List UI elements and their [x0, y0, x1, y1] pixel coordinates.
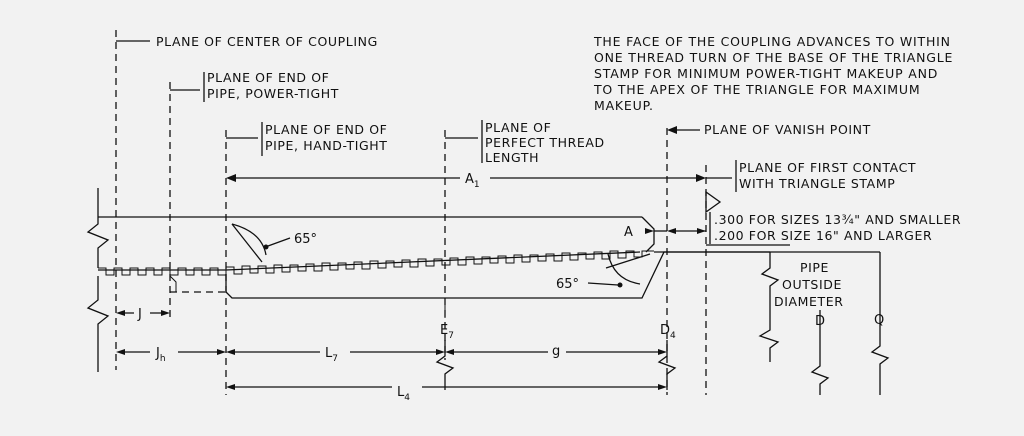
dim-l4-arrow-left [226, 384, 235, 390]
label-perfect-thread-2: PERFECT THREAD [485, 135, 605, 150]
note-line-1: THE FACE OF THE COUPLING ADVANCES TO WIT… [593, 34, 951, 49]
break-mark-e7 [435, 340, 455, 390]
angle-leader-upper [267, 237, 291, 247]
angle-line-upper [231, 223, 263, 263]
pipe-break-mark-d [810, 310, 830, 395]
dim-l7-label: L7 [325, 346, 338, 364]
label-perfect-thread-1: PLANE OF [485, 120, 551, 135]
angle-leader-lower [587, 282, 619, 286]
note-line-5: MAKEUP. [594, 98, 654, 113]
label-perfect-thread-3: LENGTH [485, 150, 539, 165]
dim-j-arrow-left [116, 310, 125, 316]
pipe-break-mark-1 [758, 252, 780, 362]
break-mark-lower [86, 276, 110, 372]
dim-jh-label-bg [150, 342, 178, 360]
dim-q-label: Q [874, 313, 884, 328]
angle-label-lower: 65° [556, 277, 579, 292]
dim-l4-arrow-right [658, 384, 667, 390]
angle-arc-upper [231, 223, 267, 256]
dim-g-label: g [552, 344, 560, 359]
label-end-hand-tight-1: PLANE OF END OF [265, 122, 387, 137]
dim-a1-label: A1 [465, 172, 480, 190]
stamp-size-line-1: .300 FOR SIZES 13¾" AND SMALLER [714, 212, 961, 227]
break-mark-d4 [657, 340, 677, 390]
dim-g-arrow-right [658, 349, 667, 355]
pipe-end-power-tight-edge [169, 275, 177, 292]
dim-g-arrow-left [445, 349, 454, 355]
dim-a1-label-bg [460, 168, 490, 186]
dim-l4-label: L4 [397, 385, 410, 403]
pipe-label-2: OUTSIDE [782, 277, 842, 292]
e7-label: E7 [440, 323, 454, 341]
dim-a1-arrow-right [696, 174, 706, 182]
makeup-note: THE FACE OF THE COUPLING ADVANCES TO WIT… [593, 34, 953, 113]
label-end-power-tight-1: PLANE OF END OF [207, 70, 329, 85]
dim-a-label: A [624, 225, 633, 240]
dim-a1-arrow-left [226, 174, 236, 182]
dim-a-arrow [645, 228, 654, 234]
label-vanish-point: PLANE OF VANISH POINT [704, 122, 871, 137]
dim-l7-label-bg [320, 342, 350, 362]
pipe-break-mark-q [870, 252, 890, 395]
label-end-power-tight-2: PIPE, POWER-TIGHT [207, 86, 339, 101]
vanish-point-arrow [667, 126, 677, 134]
triangle-stamp-icon [705, 190, 722, 214]
dim-jh-arrow-left [116, 349, 125, 355]
dim-jh-label: Jh [155, 346, 166, 364]
note-line-2: ONE THREAD TURN OF THE BASE OF THE TRIAN… [594, 50, 953, 65]
angle-dot-upper [263, 244, 269, 250]
angle-label-upper: 65° [294, 232, 317, 247]
dim-j-arrow-right [161, 310, 170, 316]
thread-teeth [98, 250, 654, 276]
dim-g-label-bg [548, 340, 566, 360]
d4-label: D4 [660, 323, 676, 341]
label-end-hand-tight-2: PIPE, HAND-TIGHT [265, 138, 388, 153]
coupling-face [641, 216, 655, 253]
label-center-coupling: PLANE OF CENTER OF COUPLING [156, 34, 378, 49]
label-first-contact-2: WITH TRIANGLE STAMP [739, 176, 895, 191]
pipe-label-3: DIAMETER [774, 294, 844, 309]
angle-arc-lower [607, 253, 641, 285]
dim-l4-label-bg [392, 380, 422, 402]
dim-j-label-bg [134, 304, 150, 322]
break-mark-upper [86, 188, 110, 268]
stamp-offset-arrow-left [667, 228, 676, 234]
angle-line-lower [605, 253, 651, 269]
note-line-3: STAMP FOR MINIMUM POWER-TIGHT MAKEUP AND [594, 66, 938, 81]
dim-j-label: J [137, 307, 142, 322]
note-line-4: TO THE APEX OF THE TRIANGLE FOR MAXIMUM [593, 82, 920, 97]
dim-jh-arrow-right [217, 349, 226, 355]
label-first-contact-1: PLANE OF FIRST CONTACT [739, 160, 916, 175]
stamp-offset-arrow-right [697, 228, 706, 234]
pipe-label-1: PIPE [800, 260, 829, 275]
stamp-size-line-2: .200 FOR SIZE 16" AND LARGER [714, 228, 932, 243]
dim-l7-arrow-left [226, 349, 235, 355]
dim-d-label: D [815, 314, 825, 329]
dim-l7-arrow-right [436, 349, 445, 355]
angle-dot-lower [617, 282, 623, 288]
